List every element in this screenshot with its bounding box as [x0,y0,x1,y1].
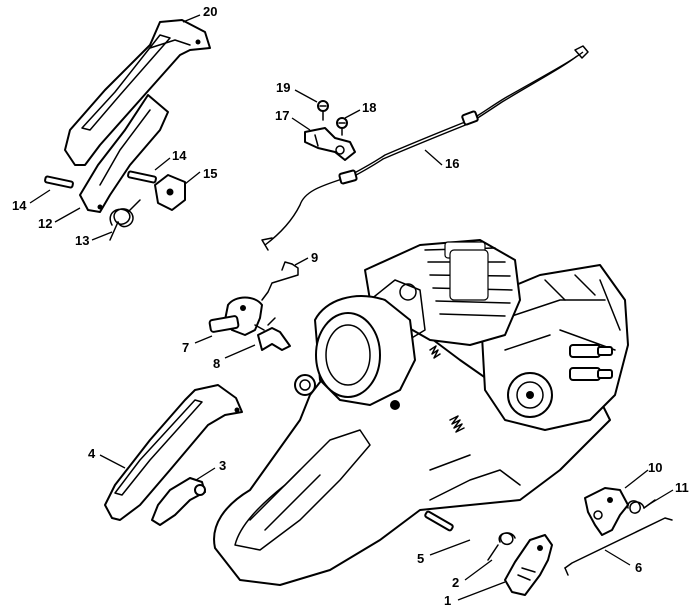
part-17-throttle-lever [304,127,356,161]
callout-7: 7 [182,340,189,355]
callout-6: 6 [635,560,642,575]
part-11-spring [627,499,656,514]
part-10-lever [584,487,629,536]
callout-15: 15 [203,166,217,181]
callout-14-left: 14 [12,198,27,213]
leader-lines [29,14,674,601]
callout-18: 18 [362,100,376,115]
callout-5: 5 [417,551,424,566]
callout-3: 3 [219,458,226,473]
part-15-clip [154,174,186,211]
part-8-detent-spring [257,317,291,351]
callout-19: 19 [276,80,290,95]
part-19-screw [317,100,329,121]
part-2-spring [487,532,516,561]
callout-11: 11 [675,480,689,495]
callout-12: 12 [38,216,52,231]
part-5-pin [424,510,454,532]
callout-16: 16 [445,156,459,171]
part-7-choke-shaft [208,296,265,336]
callout-1: 1 [444,593,451,608]
part-4-rear-handle-molding [104,384,243,521]
callout-8: 8 [213,356,220,371]
callout-17: 17 [275,108,289,123]
part-9-wire-link [261,261,299,301]
starter-cover [314,295,416,410]
part-14-pins [44,170,157,189]
part-20-handle-shroud [64,19,211,166]
callout-4: 4 [88,446,96,461]
callout-10: 10 [648,460,662,475]
part-1-throttle-trigger [504,534,553,596]
callout-9: 9 [311,250,318,265]
part-13-torsion-spring [109,199,141,241]
callout-20: 20 [203,4,217,19]
part-16-throttle-cable [261,45,589,251]
part-6-rod [564,517,673,576]
callout-13: 13 [75,233,89,248]
part-18-screw [336,117,348,136]
callout-labels: 1 2 3 4 5 6 7 8 9 10 11 12 13 14 14 15 1… [12,4,689,608]
part-12-handle-molding [79,94,169,213]
chainsaw-body [213,239,629,586]
callout-2: 2 [452,575,459,590]
part-3-trigger-interlock [151,477,206,526]
callout-14-right: 14 [172,148,187,163]
